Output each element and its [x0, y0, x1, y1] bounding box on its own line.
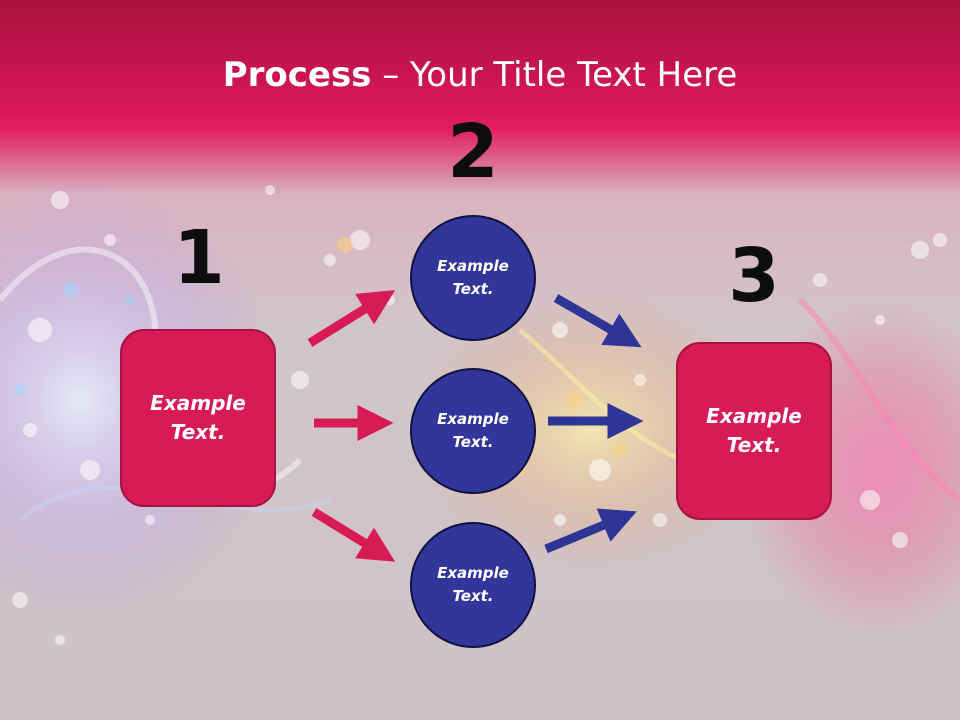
step-number-2: 2 [447, 109, 499, 195]
step-circle-top: Example Text. [410, 215, 536, 341]
step-circle-middle-label: Example Text. [437, 410, 509, 451]
step-box-1: Example Text. [120, 329, 276, 507]
step-circle-bottom-label: Example Text. [437, 564, 509, 605]
arrow-bottom-circle-to-box3 [544, 508, 637, 554]
title-bold: Process [222, 55, 372, 95]
step-circle-middle: Example Text. [410, 368, 536, 494]
step-number-3: 3 [728, 233, 780, 319]
arrow-top-circle-to-box3 [553, 294, 642, 348]
step-number-1: 1 [173, 215, 225, 301]
title-rest: – Your Title Text Here [371, 55, 738, 95]
slide-title: Process – Your Title Text Here [0, 52, 960, 98]
arrow-box1-to-top-circle [307, 290, 396, 347]
step-box-1-label: Example Text. [150, 391, 246, 444]
step-box-3: Example Text. [676, 342, 832, 520]
step-circle-bottom: Example Text. [410, 522, 536, 648]
arrow-box1-to-bottom-circle [311, 508, 396, 562]
step-circle-top-label: Example Text. [437, 257, 509, 298]
step-box-3-label: Example Text. [706, 404, 802, 457]
